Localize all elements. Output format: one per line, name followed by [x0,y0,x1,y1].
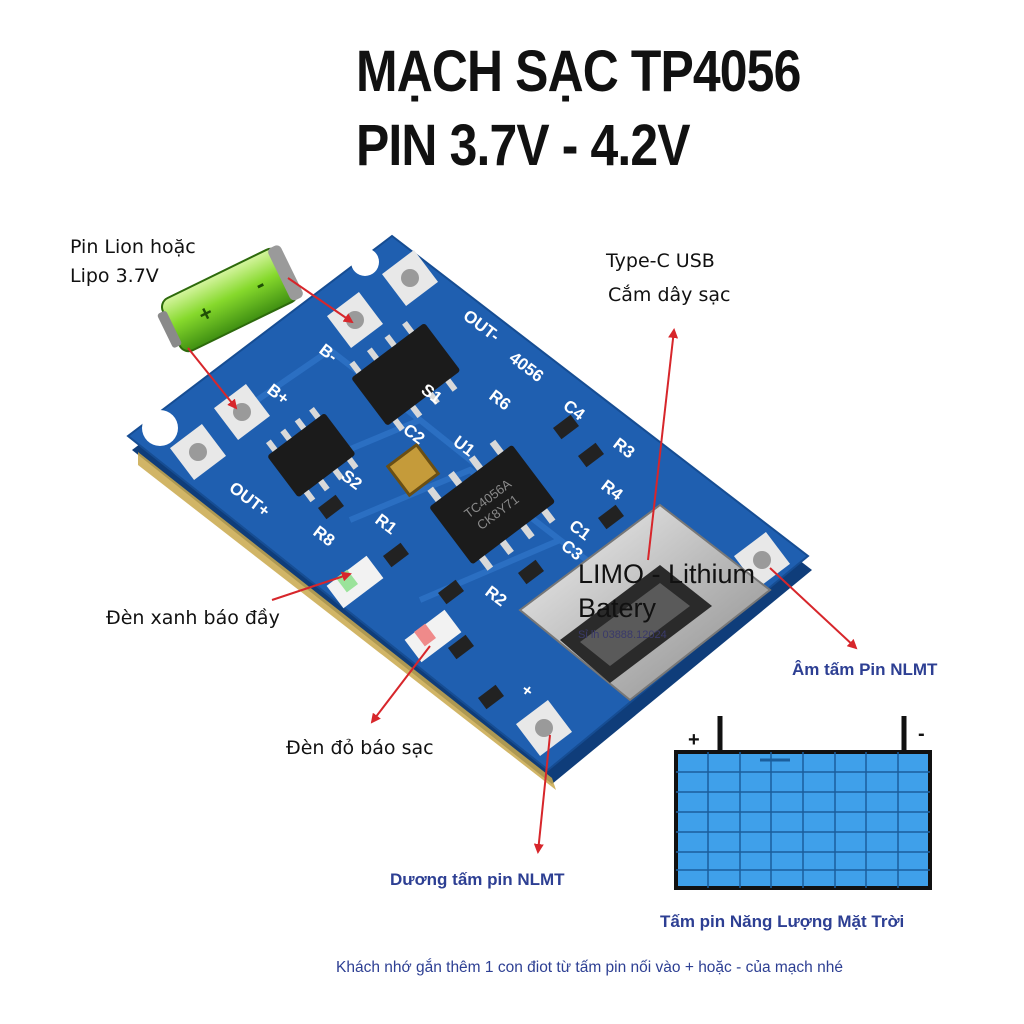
brand-line-2: Batery [578,593,657,623]
arrow-solar-negative [769,567,858,650]
contact-watermark: Sỉ lh 03888.12024 [578,629,667,641]
chip-protection-ic [349,320,460,432]
led-red [404,609,462,663]
chip-tp4056: TC4056A CK8Y71 [427,439,556,571]
typec-callout-line-1: Type-C USB [606,250,715,272]
pad-out-plus[interactable] [169,423,227,481]
arrow-green-led [271,571,352,601]
battery-callout-line-2: Lipo 3.7V [70,265,159,287]
brand-line-1: LIMO - Lithium [578,559,756,589]
solar-positive-callout: Dương tấm pin NLMT [390,870,565,889]
solder-pads [169,249,791,757]
solar-panel-icon: + - [674,716,932,890]
solar-negative-callout: Âm tấm Pin NLMT [792,660,938,679]
footer-note: Khách nhớ gắn thêm 1 con điot từ tấm pin… [336,959,843,976]
panel-plus-sign: + [688,729,700,751]
arrow-typec [647,328,679,561]
pad-in-plus[interactable] [515,699,573,757]
arrow-solar-positive [533,734,551,854]
pad-out-minus[interactable] [381,249,439,307]
battery-icon: + - [157,245,303,353]
arrow-battery-plus [187,347,238,410]
typec-callout-line-2: Cắm dây sạc [608,284,731,306]
page-title-line-2: PIN 3.7V - 4.2V [356,113,691,178]
usb-type-c-port[interactable] [518,503,772,702]
arrow-red-led [370,645,431,724]
green-led-callout: Đèn xanh báo đầy [106,607,280,629]
small-components [318,414,624,710]
battery-callout-line-1: Pin Lion hoặc [70,236,196,258]
panel-minus-sign: - [918,723,925,745]
chip-mosfet [265,406,359,503]
red-led-callout: Đèn đỏ báo sạc [286,737,434,759]
page-title-line-1: MẠCH SẠC TP4056 [356,39,801,104]
callout-arrows [187,277,858,854]
solar-panel-caption: Tấm pin Năng Lượng Mặt Trời [660,912,905,931]
arrow-battery-minus [287,277,354,324]
